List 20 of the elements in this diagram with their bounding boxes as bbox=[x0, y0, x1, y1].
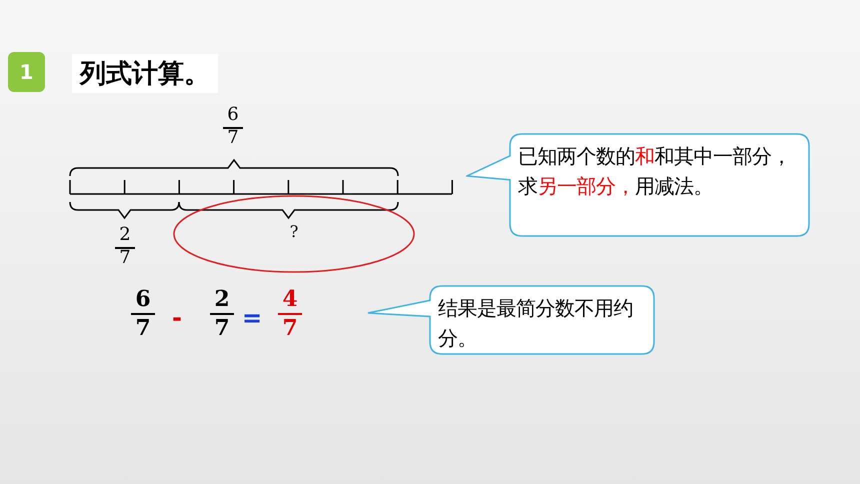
minus-sign: - bbox=[172, 306, 182, 330]
number-badge: 1 bbox=[8, 52, 45, 92]
fraction-numerator: 2 bbox=[213, 288, 231, 310]
fraction-numerator: 6 bbox=[134, 288, 152, 310]
bubble-text: 已知两个数的和和其中一部分，求另一部分，用减法。 bbox=[518, 143, 792, 200]
fraction-numerator: 2 bbox=[118, 226, 132, 244]
fraction-numerator: 6 bbox=[226, 106, 240, 124]
fraction-numerator: 4 bbox=[281, 288, 299, 310]
fraction-denominator: 7 bbox=[134, 316, 152, 339]
question-mark: ? bbox=[288, 224, 300, 240]
fraction-denominator: 7 bbox=[226, 129, 240, 148]
title: 列式计算。 bbox=[72, 54, 218, 93]
bubble-text: 结果是最简分数不用约分。 bbox=[438, 295, 634, 352]
speech-bubble bbox=[367, 285, 655, 355]
fraction-denominator: 7 bbox=[213, 316, 231, 339]
fraction-denominator: 7 bbox=[281, 316, 299, 339]
equals-sign: = bbox=[242, 306, 262, 330]
speech-bubble bbox=[466, 133, 810, 237]
ellipse bbox=[172, 194, 416, 274]
fraction-denominator: 7 bbox=[118, 249, 132, 268]
